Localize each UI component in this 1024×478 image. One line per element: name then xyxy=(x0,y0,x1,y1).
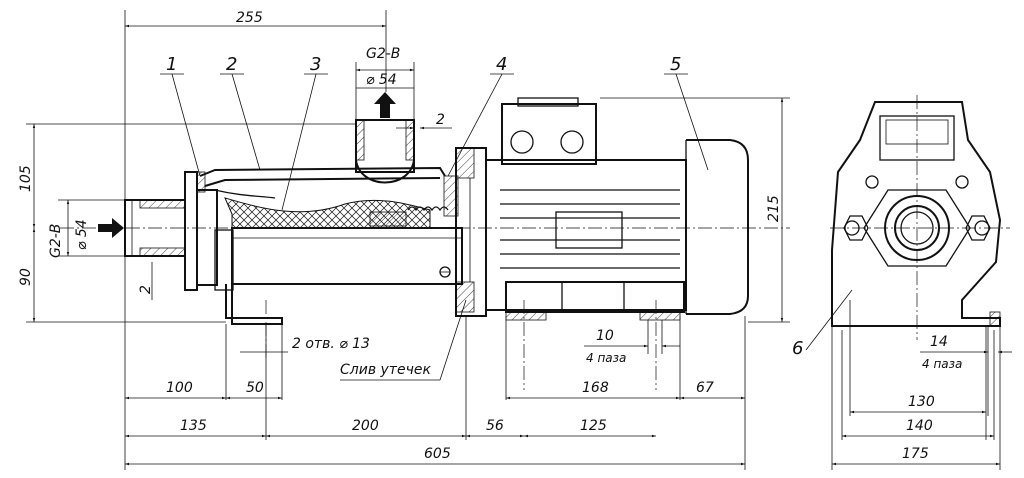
dim-105: 105 xyxy=(18,165,34,192)
drain-note: Слив утечек xyxy=(340,362,431,378)
callout-2: 2 xyxy=(226,54,237,75)
outlet-flow-arrow-icon xyxy=(374,92,396,118)
electric-motor xyxy=(485,97,749,390)
callout-1: 1 xyxy=(166,54,177,75)
dim-125: 125 xyxy=(580,418,607,434)
dim-168: 168 xyxy=(582,380,609,396)
dimension-labels: 255 G2-B ⌀ 54 2 105 90 G2-B ⌀ 54 2 215 1… xyxy=(18,10,962,462)
motor-flange xyxy=(455,147,487,317)
dim-175: 175 xyxy=(902,446,929,462)
dim-14-note: 4 паза xyxy=(922,357,962,371)
holes-note: 2 отв. ⌀ 13 xyxy=(292,336,370,352)
dim-215: 215 xyxy=(766,195,782,222)
dim-inlet-thread: G2-B xyxy=(48,224,64,258)
dim-56: 56 xyxy=(486,418,504,434)
dim-255: 255 xyxy=(236,10,263,26)
dim-inlet-diameter: ⌀ 54 xyxy=(74,219,90,250)
dim-140: 140 xyxy=(906,418,933,434)
callout-4: 4 xyxy=(496,54,507,75)
dim-200: 200 xyxy=(352,418,379,434)
dim-10-note: 4 паза xyxy=(586,351,626,365)
pump-housing xyxy=(199,166,446,229)
callout-leaders xyxy=(160,73,853,351)
dim-14: 14 xyxy=(930,334,948,350)
dim-100: 100 xyxy=(166,380,193,396)
mechanical-seal xyxy=(369,175,459,227)
front-view xyxy=(60,92,790,390)
dim-130: 130 xyxy=(908,394,935,410)
dim-90: 90 xyxy=(18,268,34,286)
dim-67: 67 xyxy=(696,380,714,396)
side-view xyxy=(830,95,1010,340)
shaft-cylinder xyxy=(231,227,463,285)
dimension-lines xyxy=(26,10,1012,470)
front-flange xyxy=(184,171,234,291)
dim-605: 605 xyxy=(424,446,451,462)
dim-inlet-gap: 2 xyxy=(138,285,154,294)
callout-5: 5 xyxy=(670,54,681,75)
dim-50: 50 xyxy=(246,380,264,396)
dim-outlet-thread: G2-B xyxy=(366,46,400,62)
dim-outlet-gap: 2 xyxy=(436,112,445,128)
callout-6: 6 xyxy=(792,338,803,359)
callout-numbers: 1 2 3 4 5 6 xyxy=(166,54,803,359)
outlet-nozzle xyxy=(355,92,415,184)
callout-3: 3 xyxy=(310,54,321,75)
inlet-flow-arrow-icon xyxy=(98,218,124,238)
support-leg xyxy=(225,284,283,360)
dim-10: 10 xyxy=(596,328,614,344)
dim-135: 135 xyxy=(180,418,207,434)
dim-outlet-diameter: ⌀ 54 xyxy=(366,72,397,88)
notes: 2 отв. ⌀ 13 Слив утечек xyxy=(292,336,431,378)
